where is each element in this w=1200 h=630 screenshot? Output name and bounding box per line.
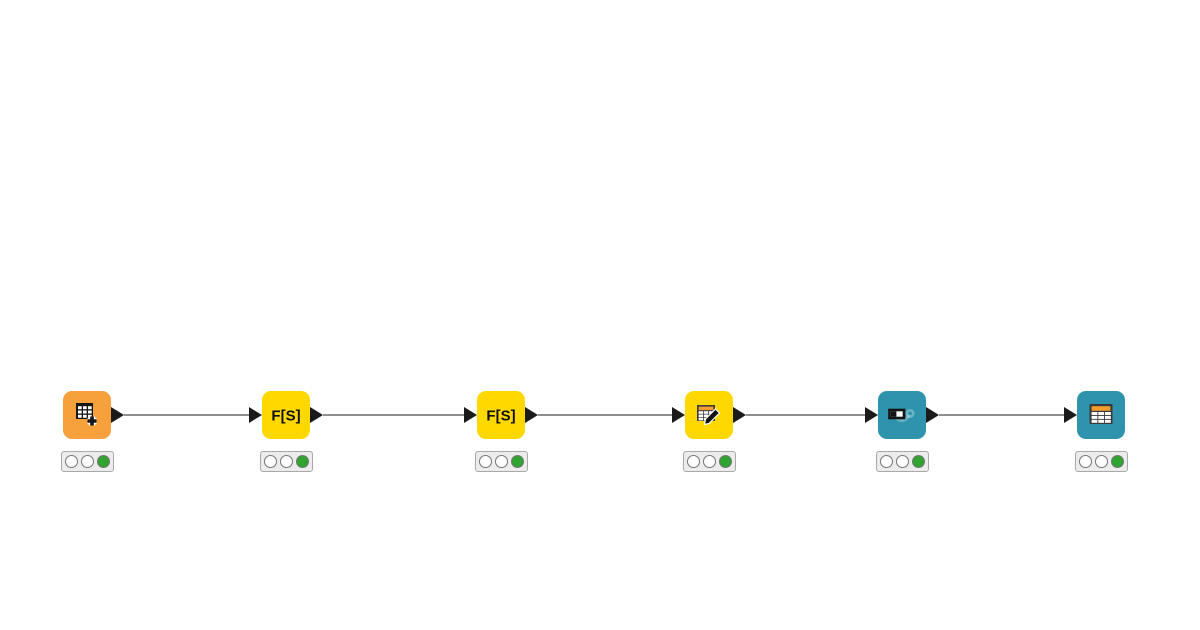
status-light-red [686, 455, 700, 468]
status-light-green [295, 455, 309, 468]
status-traffic-light-table-view [1074, 451, 1128, 472]
status-light-green [96, 455, 110, 468]
node-table-editor[interactable] [672, 391, 746, 439]
status-light-yellow [702, 455, 716, 468]
table-view-icon [1089, 404, 1113, 424]
output-port[interactable] [525, 407, 538, 423]
status-light-red [478, 455, 492, 468]
mini-table-lookup-icon [888, 408, 915, 422]
output-port[interactable] [111, 407, 124, 423]
string-function-glyph: F[S] [486, 408, 515, 425]
input-port[interactable] [1064, 407, 1077, 423]
node-body-table-view[interactable] [1064, 391, 1125, 439]
string-function-icon: F[S] [271, 408, 300, 425]
node-body-string-manipulation-1[interactable]: F[S] [249, 391, 323, 439]
status-traffic-light-string-manipulation-1 [259, 451, 313, 472]
node-body-table-creator[interactable] [63, 391, 124, 439]
connection-value-lookup-to-table-view[interactable] [939, 414, 1064, 416]
node-string-manipulation-1[interactable]: F[S] [249, 391, 323, 439]
status-light-yellow [895, 455, 909, 468]
status-light-green [510, 455, 524, 468]
status-light-yellow [279, 455, 293, 468]
node-body-table-editor[interactable] [672, 391, 746, 439]
status-light-red [263, 455, 277, 468]
connection-table-creator-to-string-manipulation-1[interactable] [124, 414, 249, 416]
string-function-glyph: F[S] [271, 408, 300, 425]
status-light-red [1078, 455, 1092, 468]
table-plus-icon [76, 403, 97, 426]
status-traffic-light-value-lookup [875, 451, 929, 472]
connection-string-manipulation-2-to-table-editor[interactable] [538, 414, 672, 416]
status-light-green [1110, 455, 1124, 468]
status-light-red [879, 455, 893, 468]
status-traffic-light-table-creator [60, 451, 114, 472]
output-port[interactable] [310, 407, 323, 423]
node-string-manipulation-2[interactable]: F[S] [464, 391, 538, 439]
input-port[interactable] [672, 407, 685, 423]
input-port[interactable] [464, 407, 477, 423]
status-light-yellow [494, 455, 508, 468]
status-light-red [64, 455, 78, 468]
status-traffic-light-string-manipulation-2 [474, 451, 528, 472]
string-function-icon: F[S] [486, 408, 515, 425]
status-light-green [718, 455, 732, 468]
node-body-string-manipulation-2[interactable]: F[S] [464, 391, 538, 439]
node-body-value-lookup[interactable] [865, 391, 939, 439]
table-edit-icon [697, 405, 721, 426]
connection-string-manipulation-1-to-string-manipulation-2[interactable] [323, 414, 464, 416]
status-light-green [911, 455, 925, 468]
input-port[interactable] [249, 407, 262, 423]
status-light-yellow [1094, 455, 1108, 468]
node-value-lookup[interactable] [865, 391, 939, 439]
output-port[interactable] [733, 407, 746, 423]
output-port[interactable] [926, 407, 939, 423]
node-table-view[interactable] [1064, 391, 1125, 439]
status-traffic-light-table-editor [682, 451, 736, 472]
connection-table-editor-to-value-lookup[interactable] [746, 414, 865, 416]
input-port[interactable] [865, 407, 878, 423]
status-light-yellow [80, 455, 94, 468]
node-table-creator[interactable] [63, 391, 124, 439]
